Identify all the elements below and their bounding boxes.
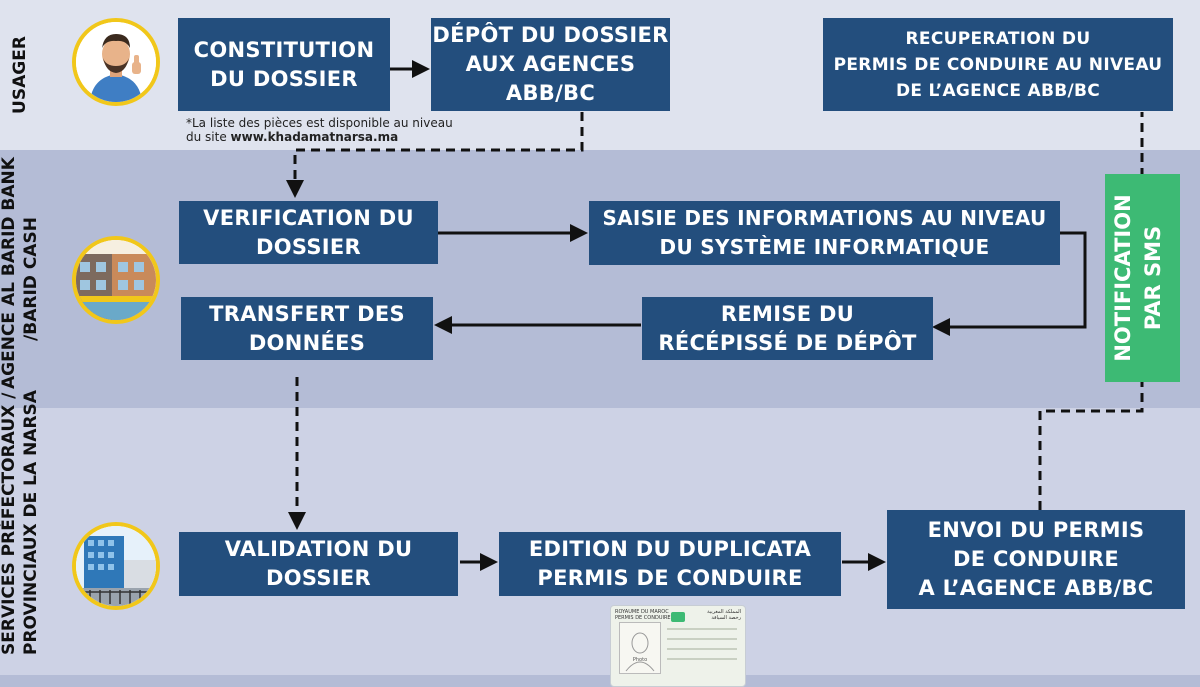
step-recuperation: RECUPERATION DU PERMIS DE CONDUIRE AU NI… <box>823 18 1173 111</box>
government-building-icon <box>72 522 160 610</box>
license-photo-placeholder: Photo <box>619 622 661 674</box>
step-depot: DÉPÔT DU DOSSIER AUX AGENCES ABB/BC <box>431 18 670 111</box>
notification-sms: NOTIFICATION PAR SMS <box>1105 174 1180 382</box>
site-link[interactable]: www.khadamatnarsa.ma <box>230 130 399 144</box>
step-transfert: TRANSFERT DES DONNÉES <box>181 297 433 360</box>
documents-note: *La liste des pièces est disponible au n… <box>186 116 453 144</box>
step-remise: REMISE DU RÉCÉPISSÉ DE DÉPÔT <box>642 297 933 360</box>
step-verification: VERIFICATION DU DOSSIER <box>179 201 438 264</box>
bank-building-icon <box>72 236 160 324</box>
step-constitution: CONSTITUTION DU DOSSIER <box>178 18 390 111</box>
step-edition: EDITION DU DUPLICATA PERMIS DE CONDUIRE <box>499 532 841 596</box>
step-validation: VALIDATION DU DOSSIER <box>179 532 458 596</box>
step-envoi: ENVOI DU PERMIS DE CONDUIRE A L’AGENCE A… <box>887 510 1185 609</box>
driving-license-card: ROYAUME DU MAROC PERMIS DE CONDUIRE المم… <box>610 605 746 687</box>
arrow-depot-verification <box>286 112 584 198</box>
lane-agence <box>0 150 1200 408</box>
step-saisie: SAISIE DES INFORMATIONS AU NIVEAU DU SYS… <box>589 201 1060 265</box>
arrow-saisie-remise <box>932 231 1087 336</box>
man-thumbs-up-icon <box>72 18 160 106</box>
